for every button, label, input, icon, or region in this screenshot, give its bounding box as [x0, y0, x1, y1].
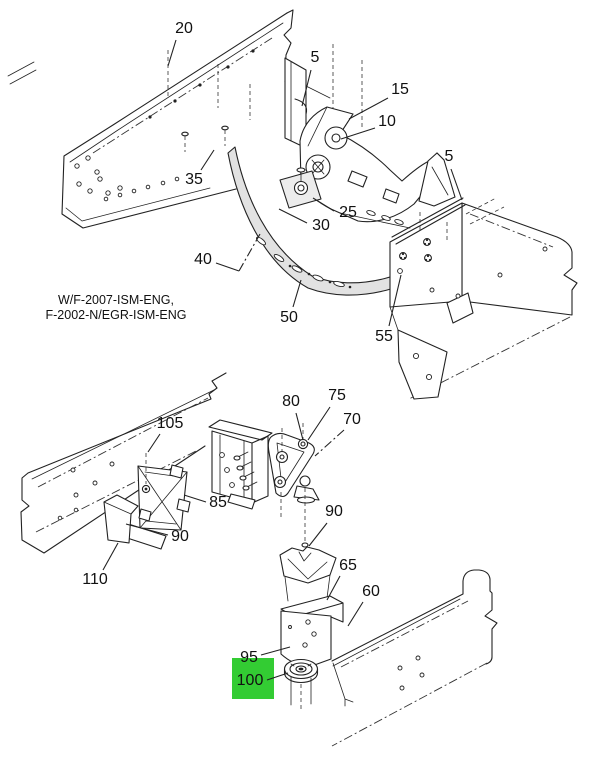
callout-35[interactable]: 35	[185, 171, 203, 188]
applicability-note: W/F-2007-ISM-ENG, F-2002-N/EGR-ISM-ENG	[36, 293, 196, 324]
callout-90b[interactable]: 90	[325, 503, 343, 520]
leader-line-15	[348, 97, 389, 120]
callout-55[interactable]: 55	[375, 328, 393, 345]
bolt-cluster	[399, 238, 432, 262]
engine-support-bracket	[181, 106, 456, 229]
callout-100[interactable]: 100	[236, 672, 264, 689]
leader-line-10	[340, 127, 376, 140]
front-engine-mount	[103, 453, 191, 550]
leader-line-105	[147, 433, 161, 453]
leader-line-40	[215, 262, 240, 272]
leader-line-70	[314, 429, 345, 457]
callout-30[interactable]: 30	[312, 217, 330, 234]
callout-60[interactable]: 60	[362, 583, 380, 600]
callout-70[interactable]: 70	[343, 411, 361, 428]
callout-10[interactable]: 10	[378, 113, 396, 130]
leader-line-5a	[301, 69, 312, 107]
leader-line-100	[266, 672, 289, 681]
callout-15[interactable]: 15	[391, 81, 409, 98]
frame-bracket-tower	[284, 44, 363, 149]
callout-95[interactable]: 95	[240, 649, 258, 666]
callout-90a[interactable]: 90	[171, 528, 189, 545]
leader-line-35	[200, 149, 215, 171]
gusset-plate-bracket	[267, 423, 320, 542]
leader-line-25	[312, 197, 335, 212]
isolator-washer	[283, 658, 319, 684]
leader-line-75	[307, 406, 331, 441]
callout-85[interactable]: 85	[209, 494, 227, 511]
leader-line-55	[388, 274, 402, 327]
callout-5a[interactable]: 5	[310, 49, 320, 66]
leader-line-85	[183, 494, 207, 503]
callout-20[interactable]: 20	[175, 20, 193, 37]
leader-line-65	[326, 575, 341, 601]
leader-line-20	[167, 39, 177, 67]
leader-line-90a	[125, 523, 169, 536]
note-line-1: W/F-2007-ISM-ENG,	[58, 293, 174, 307]
callout-105[interactable]: 105	[156, 415, 184, 432]
leader-line-80	[295, 412, 304, 441]
saddle-bracket	[279, 542, 337, 602]
leader-line-5b	[450, 168, 463, 201]
mount-channel-bracket	[208, 419, 273, 510]
leader-line-60	[347, 601, 364, 627]
leader-line-110	[102, 542, 119, 571]
bottom-right-frame-rail	[331, 569, 498, 747]
leader-line-40	[238, 233, 261, 272]
callout-65[interactable]: 65	[339, 557, 357, 574]
leader-line-95	[260, 646, 291, 656]
leader-line-50	[292, 279, 302, 308]
note-line-2: F-2002-N/EGR-ISM-ENG	[45, 308, 187, 323]
callout-40[interactable]: 40	[194, 251, 212, 268]
callout-50[interactable]: 50	[280, 309, 298, 326]
leader-line-30	[278, 208, 308, 224]
callout-25[interactable]: 25	[339, 204, 357, 221]
bottom-left-frame-rail	[20, 372, 227, 554]
callout-75[interactable]: 75	[328, 387, 346, 404]
top-left-frame-rail	[7, 9, 294, 229]
callout-5b[interactable]: 5	[444, 148, 454, 165]
right-frame-rail-top	[389, 197, 578, 400]
callout-110[interactable]: 110	[82, 571, 108, 588]
callout-80[interactable]: 80	[282, 393, 300, 410]
selected-part-highlight[interactable]	[232, 658, 274, 699]
leader-line-90b	[308, 522, 328, 547]
